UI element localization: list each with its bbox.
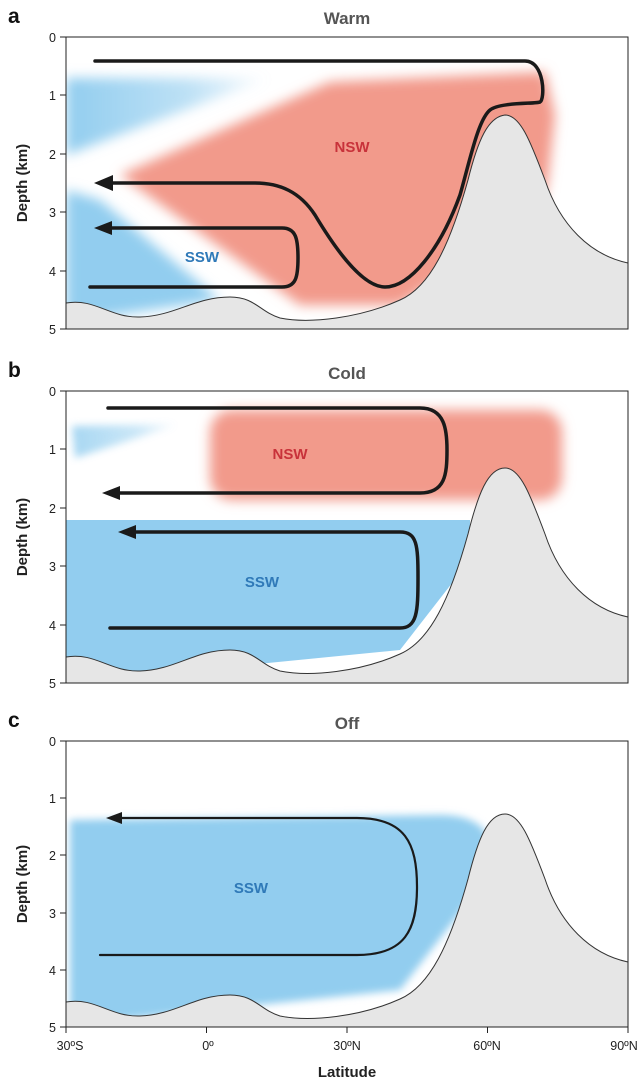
x-axis: 30ºS 0º 30ºN 60ºN 90ºN Latitude bbox=[57, 1027, 638, 1081]
ssw-label: SSW bbox=[234, 880, 269, 897]
y-axis: 0 1 2 3 4 5 Depth (km) bbox=[14, 31, 66, 337]
ssw-water-mass bbox=[66, 190, 220, 322]
flow-arrowhead bbox=[118, 525, 136, 539]
panel-title: Off bbox=[335, 714, 360, 733]
panel-letter: c bbox=[8, 709, 20, 732]
x-tick-label: 0º bbox=[202, 1039, 214, 1053]
y-tick-label: 2 bbox=[49, 148, 56, 162]
y-tick-label: 1 bbox=[49, 443, 56, 457]
y-tick-label: 0 bbox=[49, 735, 56, 749]
seafloor-terrain bbox=[66, 467, 628, 683]
flow-arrowhead bbox=[94, 221, 112, 235]
ssw-label: SSW bbox=[245, 574, 280, 591]
y-tick-label: 5 bbox=[49, 677, 56, 691]
y-axis: 0 1 2 3 4 5 Depth (km) bbox=[14, 735, 66, 1035]
seafloor-terrain bbox=[66, 813, 628, 1027]
panel-letter: a bbox=[8, 5, 20, 28]
y-tick-label: 5 bbox=[49, 1021, 56, 1035]
y-tick-label: 1 bbox=[49, 89, 56, 103]
plot-frame bbox=[65, 36, 629, 330]
panel-a: a Warm NSW SSW 0 1 2 bbox=[8, 5, 629, 337]
flow-arrowhead bbox=[102, 486, 120, 500]
plot-frame bbox=[65, 390, 629, 684]
y-axis-label: Depth (km) bbox=[14, 845, 31, 923]
y-axis-label: Depth (km) bbox=[14, 498, 31, 576]
y-tick-label: 2 bbox=[49, 502, 56, 516]
ssw-label: SSW bbox=[185, 249, 220, 266]
ssw-water-mass bbox=[72, 424, 180, 458]
nsw-water-mass bbox=[210, 410, 562, 500]
y-tick-label: 2 bbox=[49, 849, 56, 863]
y-tick-label: 5 bbox=[49, 323, 56, 337]
nsw-flow-loop bbox=[106, 406, 449, 495]
panel-title: Cold bbox=[328, 364, 366, 383]
panel-letter: b bbox=[8, 359, 21, 382]
flow-arrowhead bbox=[94, 175, 113, 191]
x-axis-label: Latitude bbox=[318, 1064, 376, 1081]
panel-c: c Off SSW 0 1 2 3 4 5 Depth (km) bbox=[8, 709, 638, 1081]
panel-b: b Cold NSW SSW 0 1 bbox=[8, 359, 629, 691]
x-tick-label: 90ºN bbox=[610, 1039, 638, 1053]
y-tick-label: 4 bbox=[49, 964, 56, 978]
y-tick-label: 3 bbox=[49, 560, 56, 574]
ssw-flow-loop bbox=[88, 226, 300, 289]
ssw-water-mass bbox=[66, 520, 470, 683]
flow-arrowhead bbox=[106, 812, 122, 824]
nsw-label: NSW bbox=[273, 446, 309, 463]
y-tick-label: 3 bbox=[49, 907, 56, 921]
ssw-water-mass bbox=[70, 815, 489, 1025]
x-tick-label: 60ºN bbox=[473, 1039, 501, 1053]
seafloor-terrain bbox=[66, 114, 628, 329]
y-tick-label: 4 bbox=[49, 265, 56, 279]
y-tick-label: 1 bbox=[49, 792, 56, 806]
ssw-flow-loop bbox=[108, 530, 420, 630]
ssw-flow-loop bbox=[98, 816, 419, 957]
nsw-label: NSW bbox=[335, 139, 371, 156]
y-tick-label: 0 bbox=[49, 385, 56, 399]
y-axis-label: Depth (km) bbox=[14, 144, 31, 222]
x-tick-label: 30ºN bbox=[333, 1039, 361, 1053]
x-tick-label: 30ºS bbox=[57, 1039, 84, 1053]
y-tick-label: 0 bbox=[49, 31, 56, 45]
y-tick-label: 3 bbox=[49, 206, 56, 220]
ssw-water-mass bbox=[66, 78, 270, 155]
nsw-flow-loop bbox=[93, 59, 545, 289]
panel-title: Warm bbox=[324, 9, 371, 28]
y-axis: 0 1 2 3 4 5 Depth (km) bbox=[14, 385, 66, 691]
y-tick-label: 4 bbox=[49, 619, 56, 633]
